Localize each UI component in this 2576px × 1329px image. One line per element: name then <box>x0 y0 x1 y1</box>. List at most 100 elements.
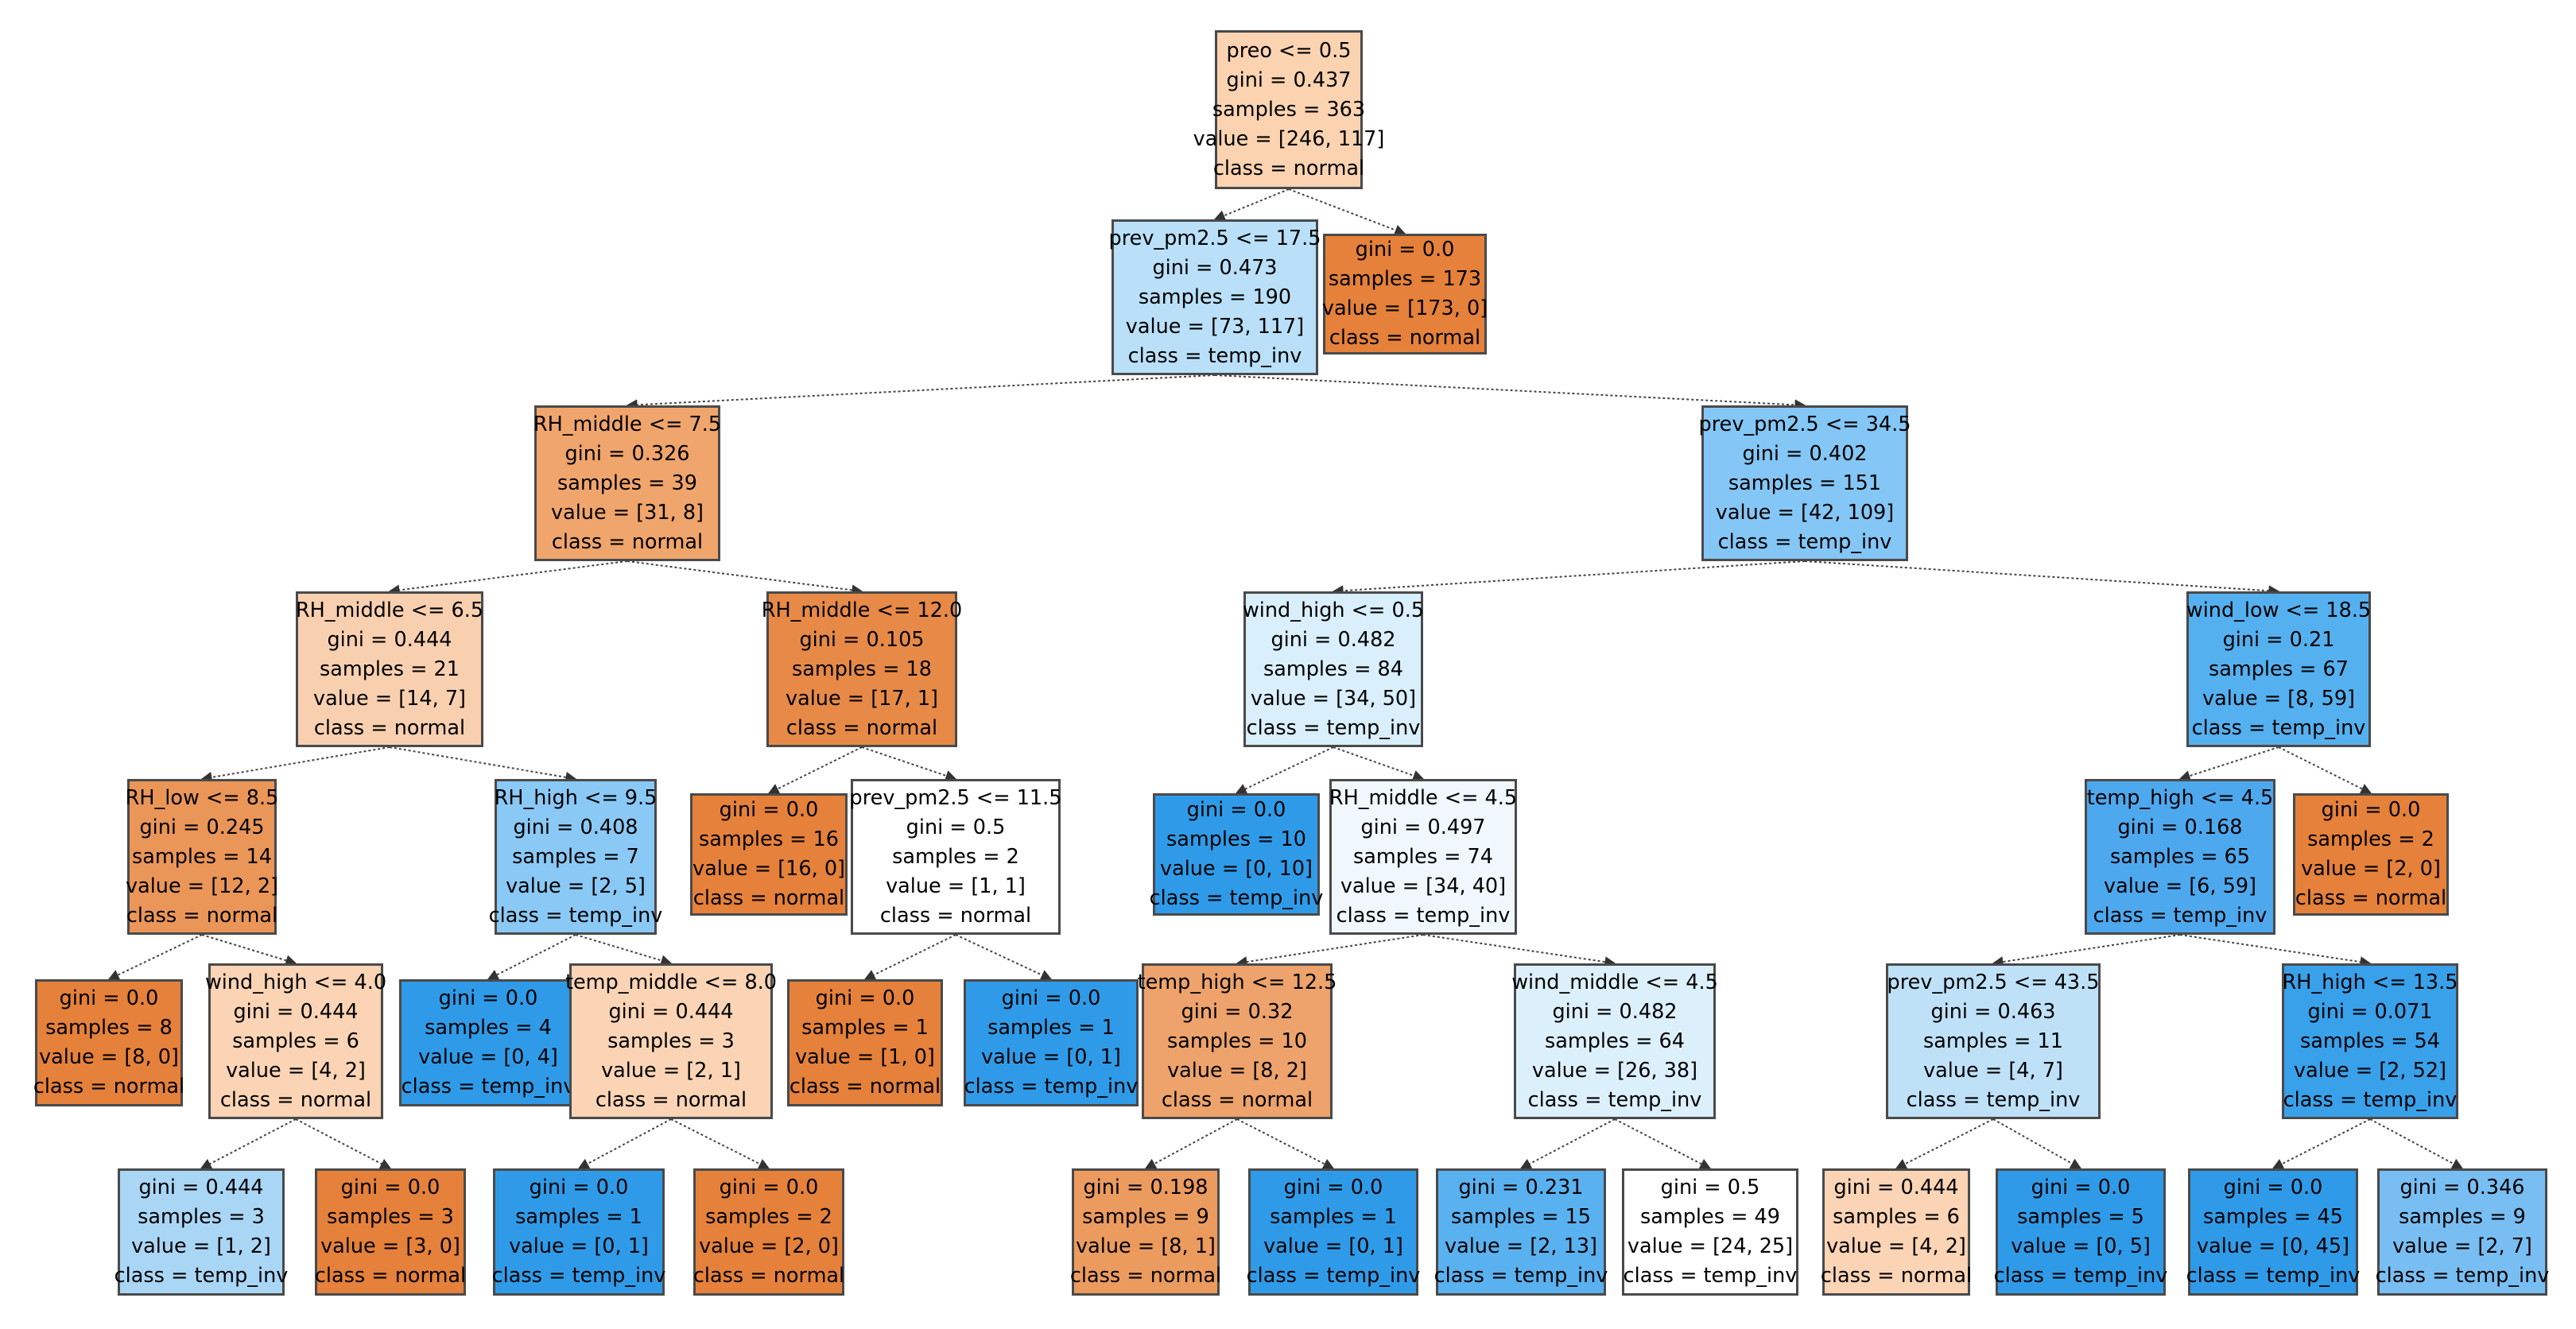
node-class-text: class = temp_inv <box>2283 1087 2458 1112</box>
edge-n1-n3 <box>626 374 1216 411</box>
node-samples-text: samples = 45 <box>2202 1205 2344 1229</box>
node-value-text: value = [31, 8] <box>550 500 704 525</box>
node-class-text: class = normal <box>314 1264 467 1288</box>
node-class-text: class = temp_inv <box>1623 1264 1798 1288</box>
node-class-text: class = normal <box>1212 156 1365 180</box>
node-gini-text: gini = 0.5 <box>1660 1176 1760 1199</box>
edge-n20-n30 <box>670 1118 770 1169</box>
node-gini-text: gini = 0.0 <box>2031 1176 2131 1199</box>
node-gini-text: gini = 0.444 <box>327 627 452 652</box>
edge-n3-n6 <box>627 560 863 596</box>
node-class-text: class = normal <box>126 903 278 928</box>
node-gini-text: gini = 0.482 <box>1552 999 1678 1024</box>
node-samples-text: samples = 6 <box>232 1029 359 1053</box>
node-gini-text: gini = 0.444 <box>233 999 359 1024</box>
edge-n25-n35 <box>1895 1118 1994 1169</box>
node-value-text: value = [8, 1] <box>1076 1234 1216 1258</box>
node-samples-text: samples = 15 <box>1450 1205 1592 1229</box>
node-split-text: temp_middle <= 8.0 <box>564 970 778 994</box>
node-gini-text: gini = 0.0 <box>2321 798 2421 822</box>
edge-n7-n14 <box>1333 746 1425 781</box>
node-value-text: value = [34, 50] <box>1250 686 1417 711</box>
edge-n26-n38 <box>2369 1118 2464 1169</box>
edge-n0-n2 <box>1288 188 1406 236</box>
node-split-text: RH_middle <= 6.5 <box>295 598 484 622</box>
node-samples-text: samples = 84 <box>1263 657 1404 681</box>
edge-n15-n25 <box>1992 934 2181 968</box>
node-value-text: value = [3, 0] <box>320 1234 460 1258</box>
node-gini-text: gini = 0.0 <box>529 1176 629 1199</box>
node-value-text: value = [1, 0] <box>795 1045 935 1069</box>
node-value-text: value = [34, 40] <box>1340 874 1507 898</box>
node-value-text: value = [0, 10] <box>1159 857 1313 881</box>
edge-n8-n16 <box>2278 746 2372 794</box>
node-value-text: value = [6, 59] <box>2103 874 2256 898</box>
node-samples-text: samples = 2 <box>705 1205 832 1229</box>
node-value-text: value = [1, 2] <box>131 1234 271 1258</box>
node-class-text: class = normal <box>551 529 704 554</box>
edge-n9-n18 <box>201 934 297 967</box>
node-split-text: RH_middle <= 7.5 <box>533 412 722 436</box>
node-gini-text: gini = 0.0 <box>1283 1176 1383 1199</box>
node-gini-text: gini = 0.0 <box>2223 1176 2323 1199</box>
node-class-text: class = normal <box>219 1087 372 1112</box>
node-gini-text: gini = 0.105 <box>799 627 925 652</box>
node-samples-text: samples = 8 <box>45 1016 173 1040</box>
node-class-text: class = normal <box>789 1075 941 1098</box>
node-gini-text: gini = 0.497 <box>1360 815 1486 839</box>
node-gini-text: gini = 0.463 <box>1930 999 2056 1024</box>
node-gini-text: gini = 0.346 <box>2399 1176 2525 1199</box>
node-samples-text: samples = 190 <box>1138 285 1292 309</box>
node-gini-text: gini = 0.473 <box>1152 255 1278 280</box>
node-class-text: class = normal <box>692 886 845 910</box>
node-gini-text: gini = 0.0 <box>340 1176 440 1199</box>
node-gini-text: gini = 0.0 <box>719 1176 819 1199</box>
edge-n0-n1 <box>1213 188 1290 221</box>
node-value-text: value = [4, 7] <box>1923 1058 2063 1083</box>
node-class-text: class = temp_inv <box>2191 715 2366 740</box>
node-value-text: value = [2, 1] <box>601 1058 741 1083</box>
edge-n14-n23 <box>1236 934 1424 968</box>
node-value-text: value = [8, 0] <box>39 1045 179 1069</box>
node-class-text: class = normal <box>692 1264 845 1288</box>
edge-n9-n17 <box>107 934 203 980</box>
edge-n23-n32 <box>1236 1118 1335 1169</box>
node-value-text: value = [8, 2] <box>1167 1058 1307 1083</box>
node-class-text: class = temp_inv <box>491 1264 666 1288</box>
node-samples-text: samples = 4 <box>425 1016 552 1040</box>
node-gini-text: gini = 0.168 <box>2117 815 2243 839</box>
node-gini-text: gini = 0.071 <box>2307 999 2433 1024</box>
node-samples-text: samples = 1 <box>1270 1205 1397 1229</box>
node-class-text: class = normal <box>879 903 1032 928</box>
node-samples-text: samples = 1 <box>515 1205 642 1229</box>
node-samples-text: samples = 151 <box>1728 471 1882 495</box>
node-class-text: class = temp_inv <box>1717 529 1892 554</box>
edge-n4-n8 <box>1804 560 2280 597</box>
node-value-text: value = [12, 2] <box>126 874 279 898</box>
node-gini-text: gini = 0.5 <box>906 815 1006 839</box>
node-gini-text: gini = 0.198 <box>1083 1176 1208 1199</box>
node-class-text: class = temp_inv <box>1433 1264 1608 1288</box>
edge-n26-n37 <box>2271 1118 2371 1169</box>
node-gini-text: gini = 0.482 <box>1271 627 1396 652</box>
edge-n25-n36 <box>1992 1118 2082 1169</box>
node-class-text: class = temp_inv <box>1149 886 1324 910</box>
node-samples-text: samples = 74 <box>1352 844 1494 869</box>
edge-n7-n13 <box>1235 746 1334 794</box>
node-gini-text: gini = 0.437 <box>1226 68 1352 92</box>
node-value-text: value = [16, 0] <box>692 857 846 881</box>
node-gini-text: gini = 0.21 <box>2222 627 2335 652</box>
